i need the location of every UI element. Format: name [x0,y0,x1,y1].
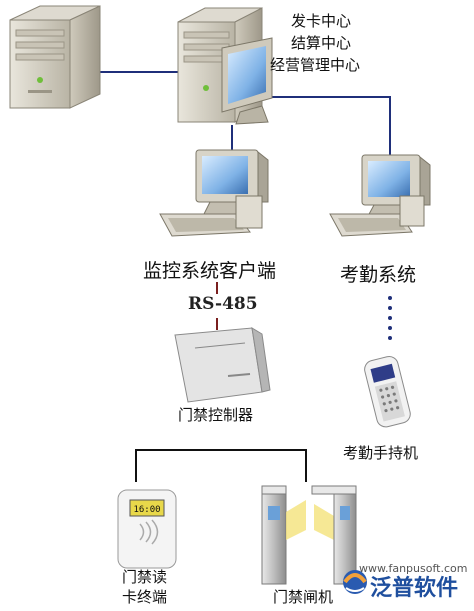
controller-label: 门禁控制器 [178,406,254,424]
handheld-label: 考勤手持机 [343,444,419,462]
reader-label-line2: 卡终端 [122,588,168,606]
server-left [9,5,101,109]
card-reader-terminal: 16:00 [117,489,177,569]
center-monitor [221,37,273,125]
attendance-system-label: 考勤系统 [340,264,417,286]
gate-label: 门禁闸机 [273,588,334,606]
brand-name: 泛普软件 [370,576,459,601]
watermark-url: www.fanpusoft.com [359,562,468,575]
attendance-workstation [329,154,431,237]
reader-label-line1: 门禁读 [122,568,168,586]
connection-lines [100,71,391,482]
center-label-settlement: 结算中心 [291,34,352,52]
reader-screen-text: 16:00 [133,505,160,515]
center-label-card-issuing: 发卡中心 [291,12,352,30]
brand-logo-icon [343,570,367,594]
monitor-client-label: 监控系统客户端 [143,260,277,282]
center-label-operations: 经营管理中心 [270,56,361,74]
access-controller-device [174,327,271,403]
rs485-label: RS-485 [188,294,258,314]
monitoring-workstation [159,149,269,237]
turnstile-gate [261,485,357,585]
dotted-wireless-link [388,296,392,340]
handheld-terminal [364,356,411,428]
